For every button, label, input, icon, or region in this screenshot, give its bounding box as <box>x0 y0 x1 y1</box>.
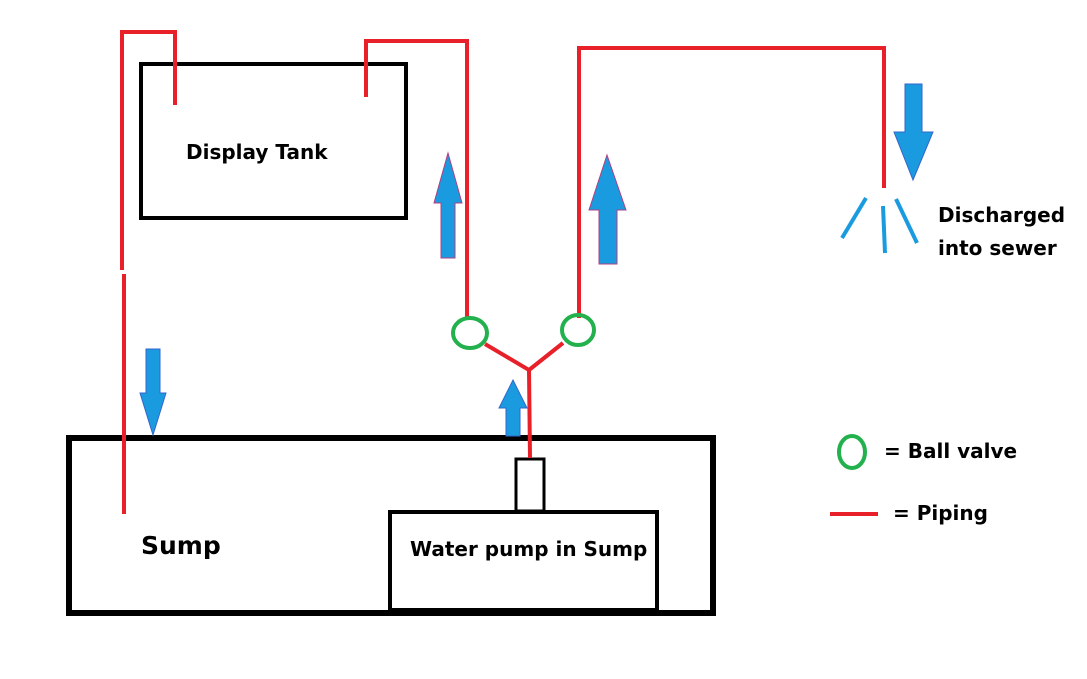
water-pump-label: Water pump in Sump <box>410 537 648 561</box>
discharge-pipe <box>577 46 886 318</box>
arrow-up-discharge <box>588 153 627 265</box>
pump-outlet <box>514 457 546 513</box>
arrow-down-sewer <box>893 83 934 182</box>
arrow-down-sump <box>139 348 167 437</box>
ball-valve-right <box>560 313 596 347</box>
discharge-label-line2: into sewer <box>938 236 1057 260</box>
legend-ball-valve-label: = Ball valve <box>884 439 1018 463</box>
legend-piping-label: = Piping <box>893 501 988 525</box>
legend-ball-valve-icon <box>837 434 867 470</box>
display-tank-box <box>139 62 408 220</box>
spray-right <box>894 198 919 244</box>
sump-label: Sump <box>141 531 221 560</box>
display-tank-label: Display Tank <box>186 140 328 164</box>
discharge-label-line1: Discharged <box>938 203 1066 227</box>
ball-valve-left <box>451 316 489 350</box>
arrow-up-pump <box>498 378 528 437</box>
spray-left <box>840 196 868 240</box>
spray-center <box>881 205 887 254</box>
overflow-drain-pipe <box>120 30 177 270</box>
return-pipe <box>364 39 469 318</box>
water-pump-box <box>388 510 659 612</box>
sump-box <box>66 435 716 616</box>
arrow-up-return <box>433 151 463 259</box>
manifold-right <box>527 341 565 372</box>
